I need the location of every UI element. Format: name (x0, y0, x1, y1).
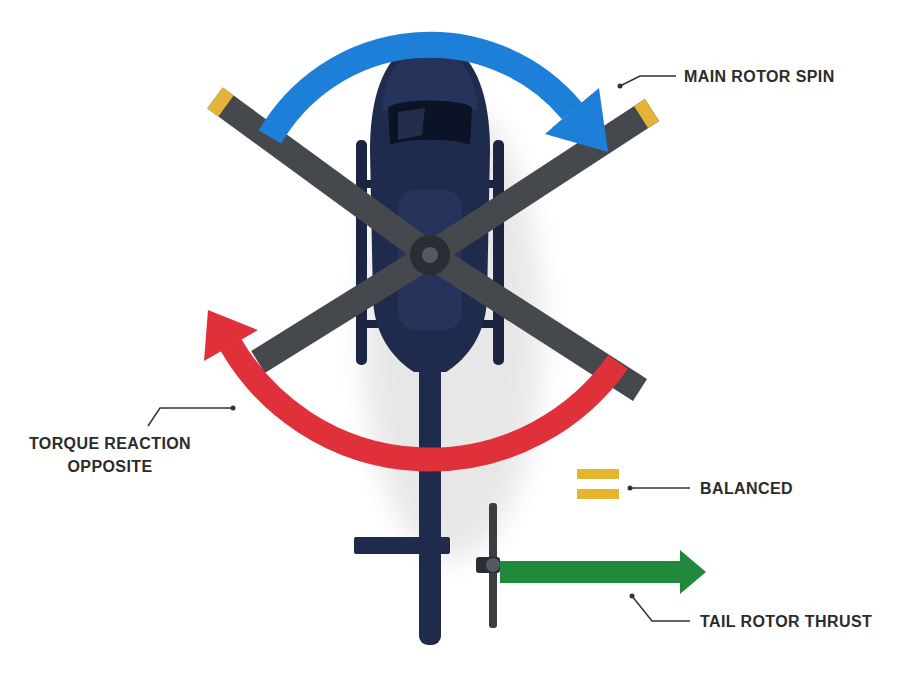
rotor-blade (215, 98, 430, 255)
leader-line (632, 596, 690, 621)
leader-dot (630, 594, 635, 599)
arrow-head (545, 88, 608, 152)
leader-dot (231, 406, 236, 411)
tail-rotor-gearbox (476, 557, 500, 573)
equals-bar (577, 469, 619, 479)
blade-tip (641, 110, 652, 117)
right-skid (493, 140, 504, 365)
thrust-arrow (500, 550, 706, 594)
leader-dot (628, 486, 633, 491)
rotor-blade (430, 110, 652, 255)
rotor-spin-arrow (270, 45, 572, 137)
callout-label: BALANCED (700, 477, 880, 500)
equals-bar (577, 489, 619, 499)
arrow-head (204, 310, 258, 361)
windshield (388, 101, 472, 146)
leader-line (148, 408, 233, 426)
callout-label: TAIL ROTOR THRUST (700, 610, 890, 633)
tail-boom (419, 360, 441, 645)
leader-line (630, 487, 690, 489)
rotor-blade (258, 255, 430, 362)
horizontal-stabilizer (354, 537, 450, 554)
leader-lines (148, 76, 690, 621)
leader-line (620, 76, 676, 86)
callout-label: MAIN ROTOR SPIN (684, 65, 884, 88)
leader-dot (618, 84, 623, 89)
blade-tip (215, 98, 226, 106)
callout-label: TORQUE REACTION OPPOSITE (25, 432, 195, 478)
tail-rotor-hub (486, 558, 500, 572)
windshield-glare (398, 108, 425, 140)
fuselage (370, 42, 490, 372)
torque-arrow (231, 345, 618, 460)
left-skid (356, 140, 367, 365)
rotor-hub-cap (422, 247, 438, 263)
rotor-hub (410, 235, 450, 275)
